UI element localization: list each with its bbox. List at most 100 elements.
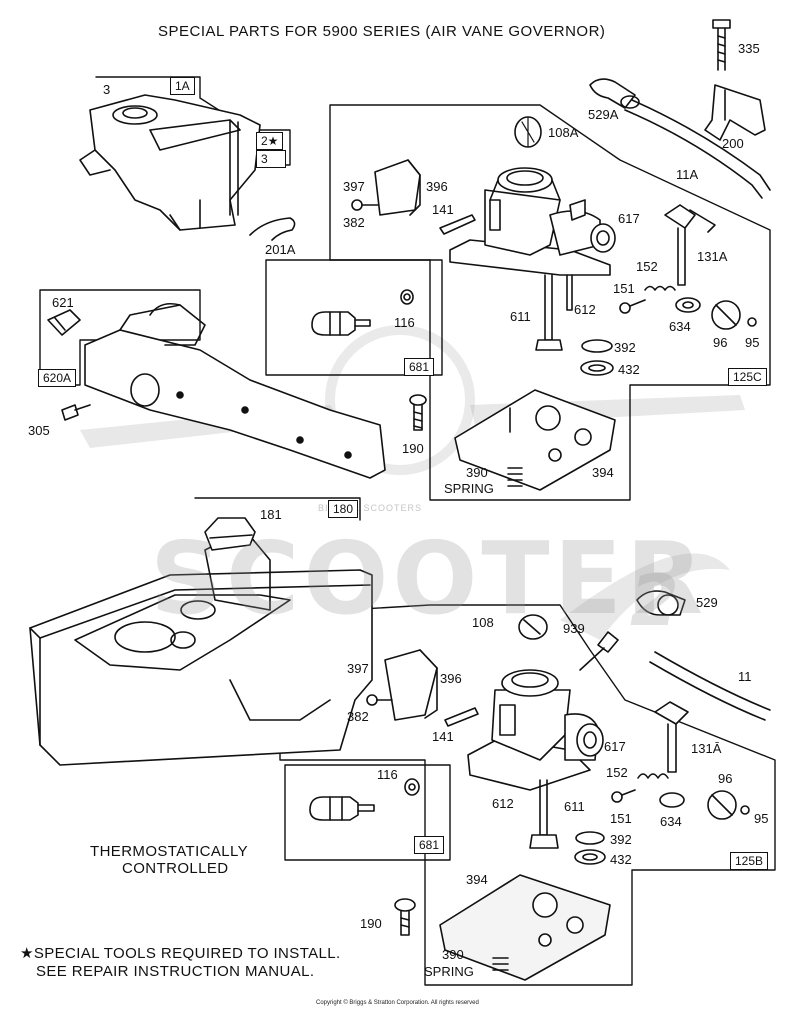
spring-152-upper <box>644 285 676 291</box>
box-label-180: 180 <box>328 500 359 518</box>
fuel-tank <box>29 529 373 766</box>
label-11: 11 <box>738 669 752 684</box>
label-397-lower: 397 <box>347 661 369 676</box>
label-390-lower: 390 <box>442 947 464 962</box>
engine-base-casting <box>79 94 261 231</box>
label-634-lower: 634 <box>660 814 682 829</box>
label-529a: 529A <box>588 107 619 122</box>
label-152-upper: 152 <box>636 259 658 274</box>
seat-116-lower <box>404 778 420 796</box>
special-tools-note-line2: SEE REPAIR INSTRUCTION MANUAL. <box>36 963 315 980</box>
label-394-upper: 394 <box>592 465 614 480</box>
label-382-lower: 382 <box>347 709 369 724</box>
plug-108-lower <box>518 614 548 640</box>
label-432-upper: 432 <box>618 362 640 377</box>
label-617-upper: 617 <box>618 211 640 226</box>
label-396-upper: 396 <box>426 179 448 194</box>
washer-392-lower <box>575 831 605 845</box>
label-95-upper: 95 <box>745 335 760 350</box>
washer-634-upper <box>675 297 701 313</box>
bolt-335 <box>712 19 731 71</box>
carburetor-lower <box>467 669 604 791</box>
bracket-200 <box>704 84 766 141</box>
screw-190-lower <box>394 898 416 936</box>
special-tools-note-line1: ★SPECIAL TOOLS REQUIRED TO INSTALL. <box>20 945 341 962</box>
tube-11 <box>649 651 771 721</box>
screw-95-upper <box>747 317 757 327</box>
label-151-lower: 151 <box>610 811 632 826</box>
label-96-lower: 96 <box>718 771 733 786</box>
copyright-notice: Copyright © Briggs & Stratton Corporatio… <box>316 1000 479 1006</box>
label-11a: 11A <box>676 167 699 182</box>
pin-141-lower <box>444 707 479 727</box>
box-label-125b: 125B <box>730 852 769 870</box>
spring-152-lower <box>637 773 669 779</box>
label-108a: 108A <box>548 125 579 140</box>
screw-305 <box>61 404 91 421</box>
choke-shaft-131-lower <box>654 701 689 773</box>
label-190-upper: 190 <box>402 441 424 456</box>
thermostatic-note-line2: CONTROLLED <box>122 860 229 877</box>
label-96-upper: 96 <box>713 335 728 350</box>
box-label-620a: 620A <box>38 369 77 387</box>
label-335: 335 <box>738 41 760 56</box>
washer-634-lower <box>659 792 685 808</box>
label-396-lower: 396 <box>440 671 462 686</box>
label-432-lower: 432 <box>610 852 632 867</box>
tube-11a <box>624 99 771 199</box>
label-200: 200 <box>722 136 744 151</box>
governor-link-621 <box>47 309 81 336</box>
label-397-upper: 397 <box>343 179 365 194</box>
screw-95-lower <box>740 805 750 815</box>
watermark-text: SCOOTER <box>150 520 707 637</box>
box-label-2-star: 2★ <box>256 132 284 150</box>
box-681-top <box>265 259 443 376</box>
box-label-125c: 125C <box>728 368 767 386</box>
gasket-394-upper <box>454 389 616 491</box>
screw-151-lower <box>611 789 636 803</box>
label-392-upper: 392 <box>614 340 636 355</box>
label-181: 181 <box>260 507 282 522</box>
label-611-lower: 611 <box>564 799 585 814</box>
box-label-681-top: 681 <box>404 358 435 376</box>
label-141-lower: 141 <box>432 729 454 744</box>
label-305: 305 <box>28 423 50 438</box>
label-382-upper: 382 <box>343 215 365 230</box>
screw-151-upper <box>619 299 646 314</box>
elbow-529 <box>636 590 686 616</box>
thermostatic-note-line1: THERMOSTATICALLY <box>90 843 249 860</box>
box-label-1a: 1A <box>170 77 195 95</box>
elbow-529a <box>589 78 640 109</box>
link-201a <box>249 217 296 241</box>
seal-432-upper <box>580 360 614 376</box>
label-611-upper: 611 <box>510 309 531 324</box>
box-label-681-bottom: 681 <box>414 836 445 854</box>
label-612-lower: 612 <box>492 796 514 811</box>
label-131a: 131A <box>697 249 728 264</box>
label-634-upper: 634 <box>669 319 691 334</box>
label-621: 621 <box>52 295 74 310</box>
needle-611-612-lower <box>529 779 559 849</box>
label-116-lower: 116 <box>377 767 398 782</box>
screw-190-upper <box>409 394 427 431</box>
label-116-upper: 116 <box>394 315 415 330</box>
choke-shaft-131a <box>664 204 716 286</box>
carburetor-upper <box>449 167 616 276</box>
label-3: 3 <box>103 82 111 97</box>
watermark-subtext: BIKES & SCOOTERS <box>318 503 423 513</box>
plate-96-upper <box>711 300 741 330</box>
label-529: 529 <box>696 595 718 610</box>
inlet-needle-lower <box>309 796 375 821</box>
screw-382-upper <box>351 199 379 211</box>
label-152-lower: 152 <box>606 765 628 780</box>
governor-pad-upper <box>374 159 421 216</box>
washer-392-upper <box>581 339 613 353</box>
label-612-upper: 612 <box>574 302 596 317</box>
governor-pad-lower <box>384 649 438 721</box>
label-spring-upper: SPRING <box>444 481 494 496</box>
thermo-valve-939 <box>579 631 619 671</box>
screw-382-lower <box>366 694 393 706</box>
inlet-needle-upper <box>311 311 371 336</box>
label-108: 108 <box>472 615 494 630</box>
box-label-3: 3 <box>256 150 286 168</box>
